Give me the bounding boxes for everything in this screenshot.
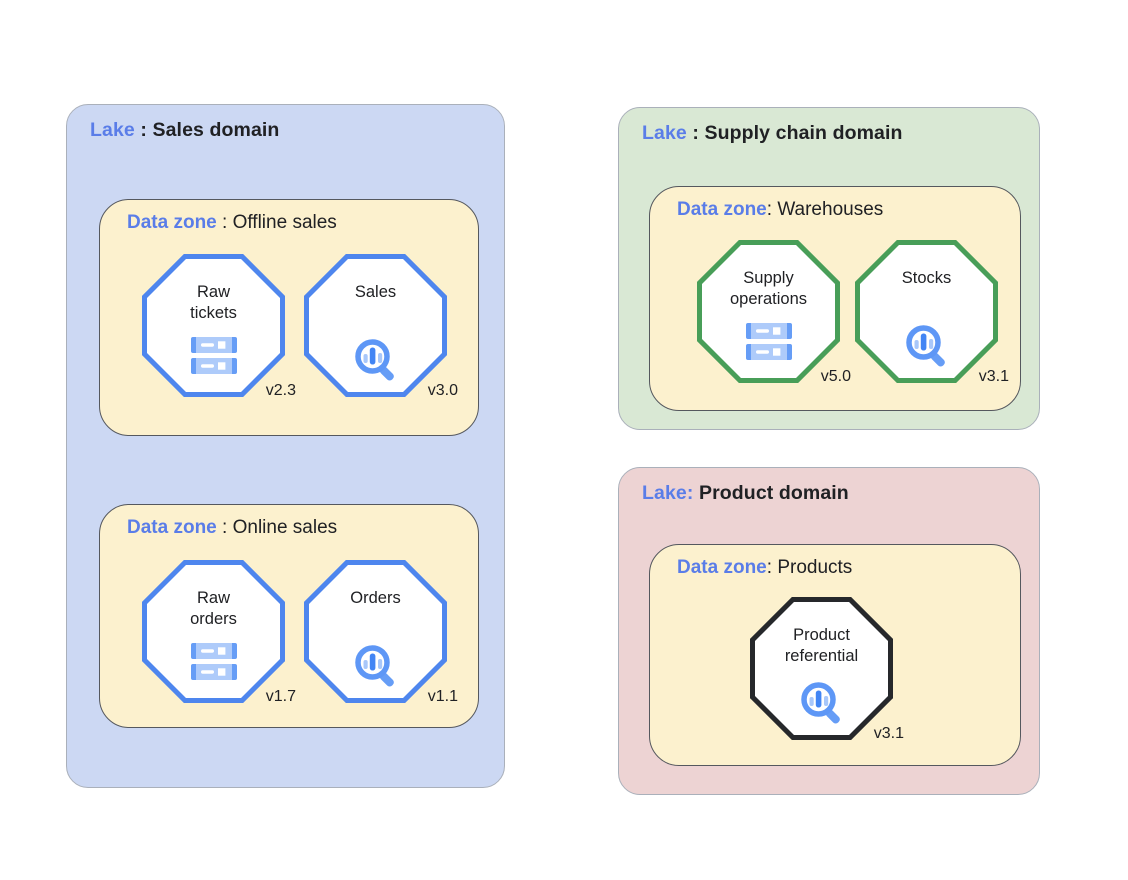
node-label: Sales <box>354 283 397 301</box>
zone-title-separator: : <box>216 517 233 538</box>
lake-product-title: Lake: Product domain <box>642 482 849 505</box>
search-analytics-icon <box>304 643 447 689</box>
node-version: v3.1 <box>978 368 1009 385</box>
search-analytics-icon <box>750 680 893 726</box>
lake-label: Lake <box>90 119 135 141</box>
lake-label: Lake: <box>642 482 694 504</box>
data-zone-label: Data zone <box>127 212 217 233</box>
node-sales: Sales v3.0 <box>304 254 458 399</box>
node-raw-orders: Raw orders v1.7 <box>142 560 296 705</box>
zone-name: Online sales <box>232 517 338 538</box>
lake-sales-title: Lake : Sales domain <box>90 119 279 142</box>
node-version: v3.1 <box>873 725 904 742</box>
node-raw-tickets: Raw tickets v2.3 <box>142 254 296 399</box>
node-version: v1.7 <box>265 688 296 705</box>
lake-title-separator: : <box>134 119 153 141</box>
search-analytics-icon <box>304 337 447 383</box>
zone-products-title: Data zone: Products <box>677 557 852 579</box>
node-version: v3.0 <box>427 382 458 399</box>
zone-name: Warehouses <box>777 199 884 220</box>
storage-servers-icon <box>142 337 285 374</box>
data-zone-online-sales: Data zone : Online sales Raw orders v1.7… <box>99 504 479 728</box>
zone-title-separator: : <box>766 557 778 578</box>
node-stocks: Stocks v3.1 <box>855 240 1009 385</box>
lake-product-domain: Lake: Product domain Data zone: Products… <box>618 467 1040 795</box>
zone-online-title: Data zone : Online sales <box>127 517 337 539</box>
zone-title-separator: : <box>216 212 233 233</box>
node-label: Raw tickets <box>190 283 237 322</box>
node-label: Orders <box>350 589 401 607</box>
storage-servers-icon <box>697 323 840 360</box>
search-analytics-icon <box>855 323 998 369</box>
zone-title-separator: : <box>766 199 778 220</box>
zone-name: Offline sales <box>232 212 337 233</box>
node-version: v1.1 <box>427 688 458 705</box>
node-label: Raw orders <box>190 589 237 628</box>
node-label: Supply operations <box>729 269 808 308</box>
data-zone-products: Data zone: Products Product referential … <box>649 544 1021 766</box>
lake-label: Lake <box>642 122 687 144</box>
lake-supply-title: Lake : Supply chain domain <box>642 122 903 145</box>
lake-sales-domain: Lake : Sales domain Data zone : Offline … <box>66 104 505 788</box>
lake-name: Sales domain <box>152 119 280 141</box>
zone-warehouses-title: Data zone: Warehouses <box>677 199 883 221</box>
data-zone-offline-sales: Data zone : Offline sales Raw tickets v2… <box>99 199 479 436</box>
storage-servers-icon <box>142 643 285 680</box>
data-zone-label: Data zone <box>677 557 767 578</box>
node-product-referential: Product referential v3.1 <box>750 597 904 742</box>
data-zone-warehouses: Data zone: Warehouses Supply operations … <box>649 186 1021 411</box>
data-zone-label: Data zone <box>677 199 767 220</box>
node-supply-operations: Supply operations v5.0 <box>697 240 851 385</box>
node-label: Product referential <box>784 626 859 665</box>
node-version: v5.0 <box>820 368 851 385</box>
lake-supply-chain-domain: Lake : Supply chain domain Data zone: Wa… <box>618 107 1040 430</box>
zone-offline-title: Data zone : Offline sales <box>127 212 337 234</box>
lake-title-separator: : <box>686 122 705 144</box>
node-orders: Orders v1.1 <box>304 560 458 705</box>
lake-name: Product domain <box>698 482 849 504</box>
lake-name: Supply chain domain <box>704 122 903 144</box>
node-label: Stocks <box>901 269 952 287</box>
zone-name: Products <box>777 557 853 578</box>
data-zone-label: Data zone <box>127 517 217 538</box>
node-version: v2.3 <box>265 382 296 399</box>
